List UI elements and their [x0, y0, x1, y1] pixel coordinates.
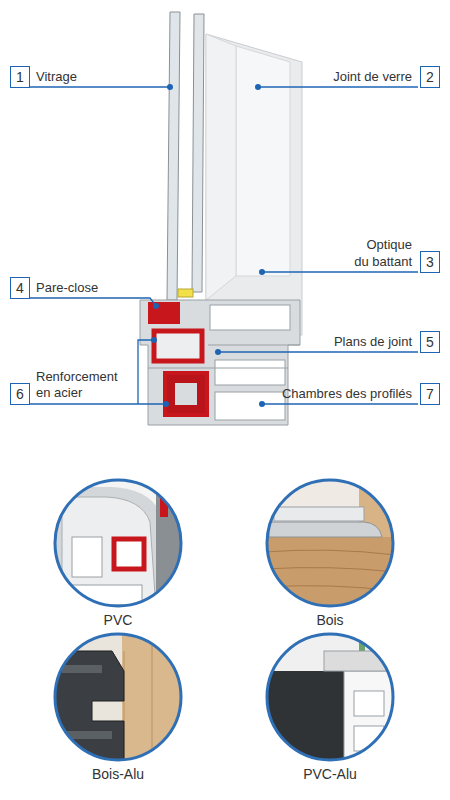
illustration-part	[30, 298, 156, 306]
illustration-part	[55, 634, 181, 760]
callout-box: 2	[420, 66, 440, 88]
material-caption: Bois-Alu	[22, 766, 214, 783]
callout-number: 2	[426, 69, 434, 85]
illustration-part	[215, 360, 285, 385]
illustration-part	[354, 691, 384, 716]
illustration-part	[165, 373, 207, 415]
illustration-part	[167, 84, 173, 90]
illustration-part	[255, 84, 261, 90]
illustration-part	[122, 631, 184, 763]
material-caption: Bois	[234, 612, 426, 629]
part-label: Pare-close	[36, 280, 98, 296]
material-circle: PVC	[52, 477, 184, 609]
illustration-part	[374, 631, 380, 651]
illustration-part	[274, 507, 364, 521]
illustration-part	[206, 34, 302, 335]
illustration-part	[236, 46, 290, 276]
illustration-part	[151, 337, 157, 343]
illustration-part	[153, 303, 159, 309]
illustration-part	[218, 351, 418, 352]
illustration-part	[264, 477, 396, 609]
callout-box: 1	[10, 66, 30, 88]
illustration-part	[267, 634, 393, 760]
callout-box: 7	[420, 383, 440, 405]
illustration-part	[264, 537, 396, 609]
callout-number: 1	[16, 69, 24, 85]
profile-photo	[52, 477, 184, 609]
illustration-part	[148, 368, 288, 369]
callout-number: 4	[16, 280, 24, 296]
illustration-part	[258, 86, 418, 87]
illustration-part	[264, 477, 396, 609]
material-circle: Bois	[264, 477, 396, 609]
illustration-part	[138, 340, 154, 404]
callout-box: 6	[10, 383, 30, 405]
illustration-part	[140, 300, 300, 425]
illustration-part	[62, 497, 156, 609]
illustration-part	[148, 302, 180, 324]
part-label: Plans de joint	[334, 334, 412, 350]
illustration-part	[52, 477, 184, 609]
sash-frame	[206, 34, 302, 335]
material-circle: Bois-Alu	[52, 631, 184, 763]
illustration-part	[52, 631, 184, 763]
profile-photo	[52, 631, 184, 763]
illustration-part	[215, 392, 285, 420]
callout-number: 7	[426, 386, 434, 402]
profile-section	[140, 300, 300, 425]
illustration-part	[215, 349, 221, 355]
illustration-part	[264, 631, 396, 763]
part-label: Chambres des profilés	[282, 386, 412, 402]
illustration-part	[262, 271, 418, 272]
illustration-part	[62, 665, 102, 673]
illustration-part	[72, 537, 102, 577]
illustration-part	[114, 539, 144, 569]
illustration-part	[210, 305, 290, 330]
illustration-part	[264, 671, 344, 763]
glass-panes	[167, 12, 204, 300]
illustration-part	[264, 631, 396, 763]
illustration-part	[267, 480, 393, 606]
callout-number: 5	[426, 334, 434, 350]
illustration-part	[208, 345, 300, 346]
illustration-part	[167, 12, 180, 300]
illustration-part	[30, 86, 170, 87]
part-label: Optique du battant	[352, 236, 412, 270]
leader-lines	[30, 87, 418, 404]
illustration-part	[259, 269, 265, 275]
material-caption: PVC	[22, 612, 214, 629]
illustration-part	[192, 14, 204, 292]
profile-photo	[264, 477, 396, 609]
material-circle: PVC-Alu	[264, 631, 396, 763]
illustration-part	[178, 289, 193, 297]
callout-box: 5	[420, 331, 440, 353]
illustration-part	[163, 401, 169, 407]
callout-box: 3	[420, 251, 440, 273]
illustration-part	[259, 401, 265, 407]
illustration-part	[52, 631, 184, 763]
illustration-part	[52, 477, 184, 609]
part-label: Renforcement en acier	[36, 369, 128, 401]
callout-number: 6	[16, 386, 24, 402]
illustration-part	[262, 403, 418, 404]
part-label: Joint de verre	[333, 69, 412, 85]
illustration-part	[175, 383, 197, 405]
illustration-part	[154, 331, 202, 361]
illustration-part	[55, 480, 181, 606]
leader-dots	[151, 84, 265, 407]
illustration-part	[269, 522, 382, 537]
illustration-part	[124, 631, 152, 763]
callout-box: 4	[10, 277, 30, 299]
illustration-part	[52, 487, 172, 609]
callout-number: 3	[426, 254, 434, 270]
illustration-part	[30, 403, 166, 404]
part-label: Vitrage	[36, 69, 77, 85]
material-caption: PVC-Alu	[234, 766, 426, 783]
profile-photo	[264, 631, 396, 763]
illustration-part	[206, 34, 236, 300]
